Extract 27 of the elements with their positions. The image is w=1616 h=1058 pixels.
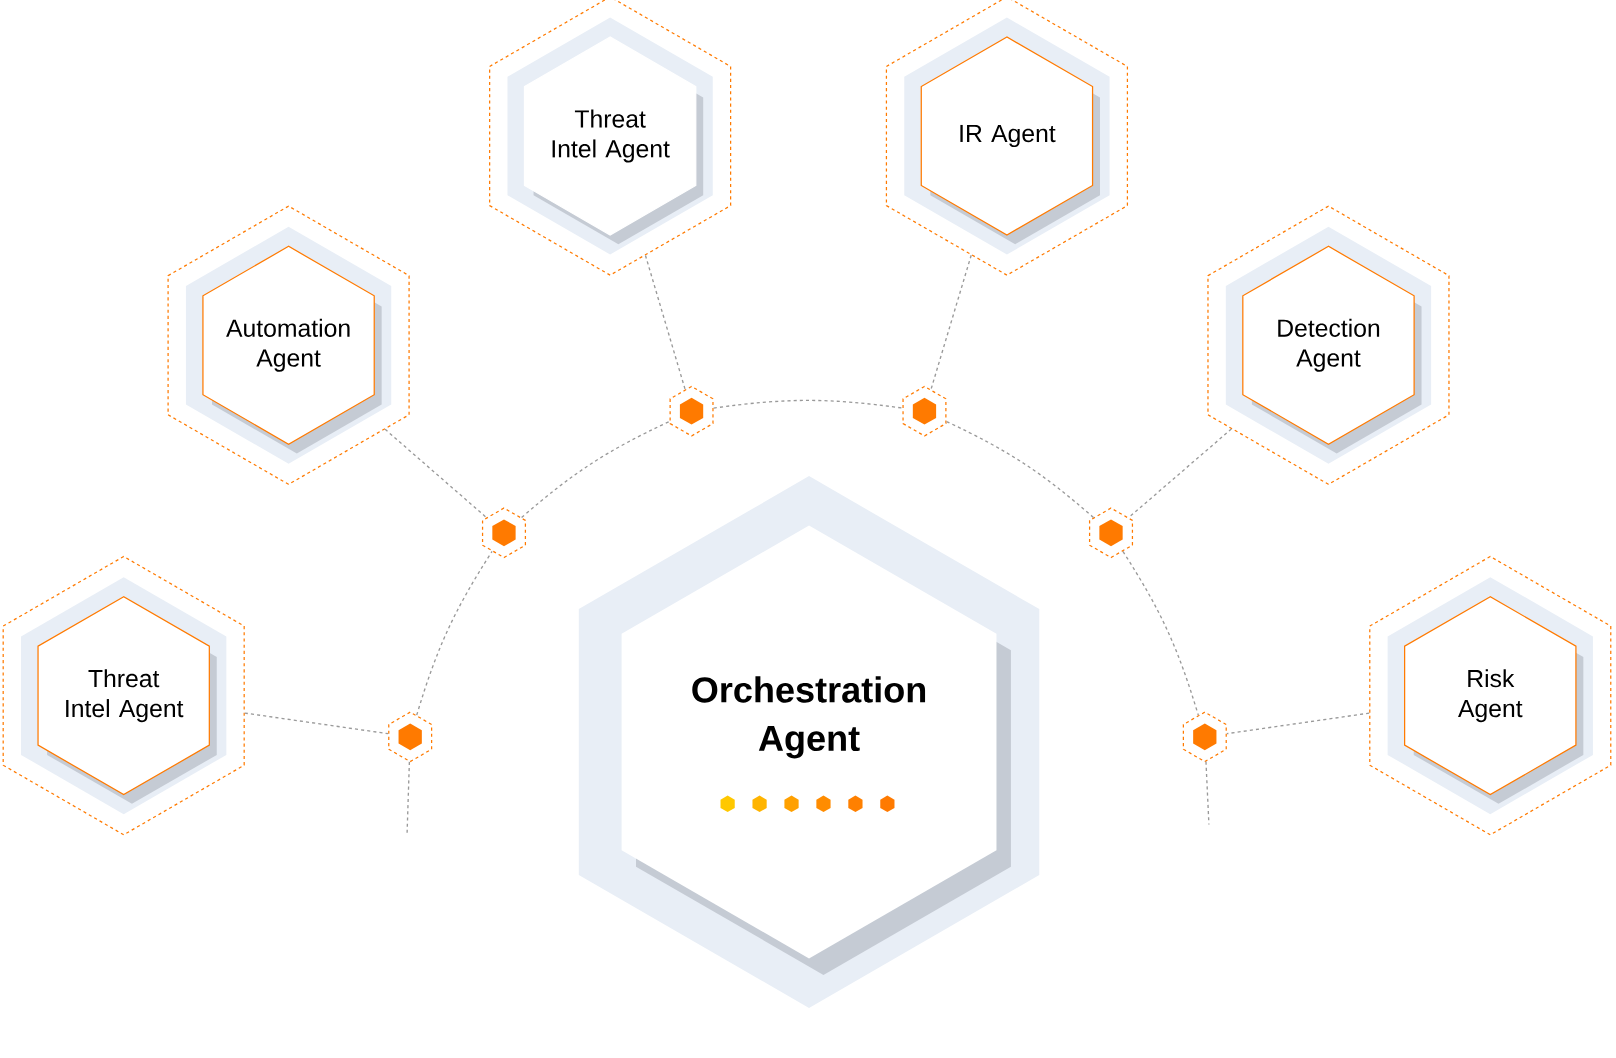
connector-hexagon <box>1182 711 1227 763</box>
connector-line <box>1226 712 1370 735</box>
agent-hexagon: Risk Agent <box>1369 555 1612 836</box>
connector-line <box>1128 428 1232 519</box>
node-label: Orchestration Agent <box>692 675 926 759</box>
connector-line <box>244 712 389 735</box>
connector-line <box>384 428 488 518</box>
connector-hexagon <box>388 711 433 763</box>
connector-line <box>712 399 904 409</box>
connector-hexagon <box>1088 507 1134 559</box>
connector-line <box>406 761 411 834</box>
connector-line <box>1122 550 1199 716</box>
agent-hexagon: Threat Intel Agent <box>489 0 732 276</box>
connector-line <box>945 420 1095 518</box>
agent-hexagon: IR Agent <box>885 0 1129 276</box>
connector-line <box>416 550 493 716</box>
connector-line <box>930 254 972 390</box>
connector-line <box>1205 760 1210 825</box>
agent-hexagon: Detection Agent <box>1207 205 1450 485</box>
connector-line <box>520 420 671 518</box>
agent-hexagon: Threat Intel Agent <box>2 555 245 836</box>
connector-hexagon <box>481 507 526 559</box>
connector-hexagon <box>669 385 714 437</box>
agent-hexagon: Automation Agent <box>167 205 410 485</box>
connector-line <box>644 254 686 390</box>
connector-hexagon <box>902 385 947 437</box>
orchestration-hexagon: Orchestration Agent <box>621 525 997 959</box>
